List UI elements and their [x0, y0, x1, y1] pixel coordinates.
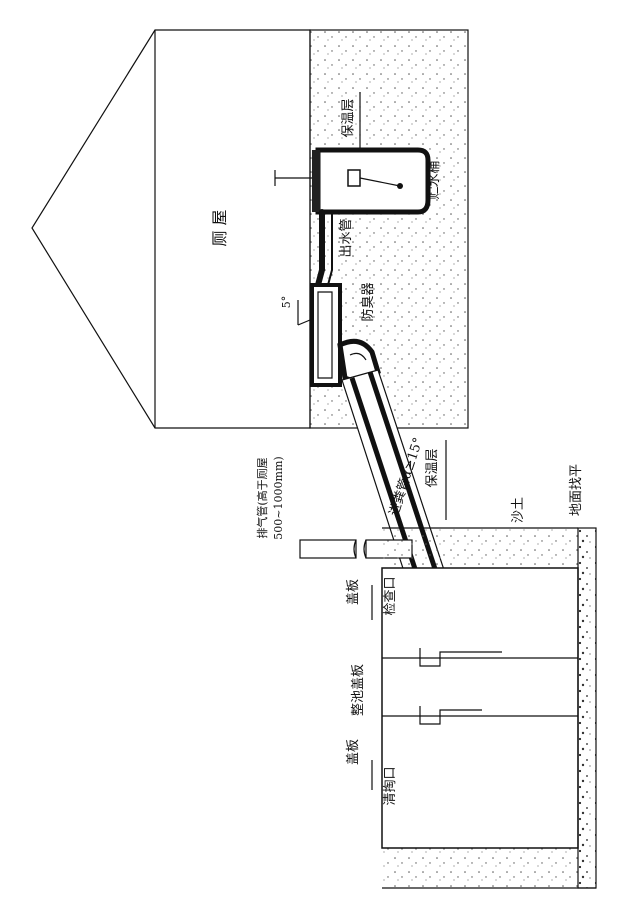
angle-label: 5°: [280, 296, 293, 309]
ground-level-label: 地面找平: [569, 464, 584, 516]
water-tank-group: [274, 147, 431, 215]
outlet-pipe-inner: [327, 212, 333, 286]
vent-height-label: 500~1000mm): [272, 456, 285, 539]
tank-cover-label: 整池盖板: [351, 664, 366, 716]
septic-tank: [381, 527, 597, 889]
outlet-pipe-outer: [315, 209, 325, 288]
odor-trap-label: 防臭器: [360, 282, 376, 321]
toilet-house-label: 厕 屋: [210, 209, 229, 246]
vent-pipe-label: 排气管(高于厕屋: [255, 457, 269, 538]
insulation-lower-label: 保温层: [425, 448, 440, 487]
cleanout-port-label: 清掏口: [382, 766, 398, 805]
toilet-pan: [297, 283, 342, 387]
tank-valve: [347, 169, 361, 187]
tank-base: [577, 527, 597, 889]
tank-chambers: [381, 567, 579, 849]
outlet-pipe-label: 出水管: [339, 218, 354, 257]
sand-soil-label: 沙土: [511, 497, 526, 523]
water-tank-label: 贮水桶: [427, 160, 442, 199]
insulation-upper-label: 保温层: [341, 98, 356, 137]
inspection-port-label: 检查口: [383, 576, 398, 615]
toilet-house: [31, 29, 311, 429]
house-outline: [31, 29, 311, 429]
tank-flange: [312, 150, 320, 212]
tank-float: [397, 183, 403, 189]
cover-plate-2-label: 盖板: [346, 739, 361, 765]
baffle-1: [419, 648, 502, 667]
baffle-2: [419, 706, 482, 725]
cover-plate-1-label: 盖板: [346, 579, 361, 605]
tank-float-arm: [359, 177, 401, 187]
